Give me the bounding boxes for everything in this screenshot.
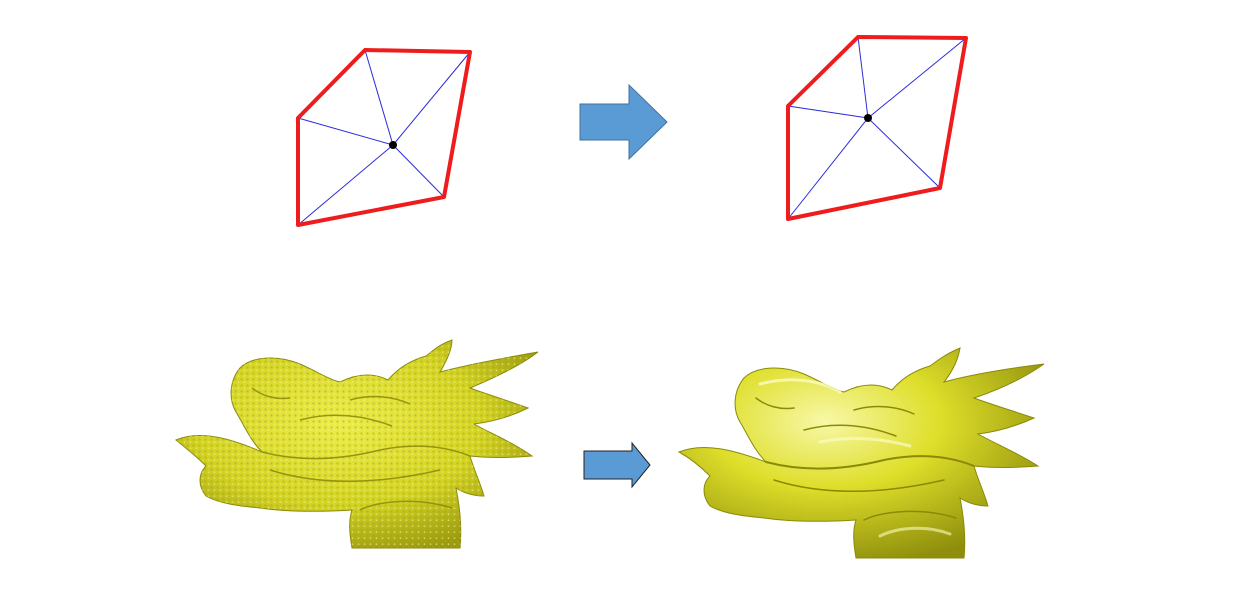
polygon-outline [296,48,472,227]
edge [392,51,471,146]
dragon-silhouette [677,347,1045,559]
right-arrow-icon [583,441,651,489]
edge [392,144,445,198]
center-vertex [389,141,397,149]
dragon-features [251,387,471,511]
polygon-before [296,48,472,227]
edge [297,117,394,146]
edge [364,49,394,146]
interior-edges [297,49,471,226]
edge [867,37,967,119]
dragon-features [755,378,975,538]
interior-edges [787,36,967,220]
edge [867,117,941,189]
center-vertex [864,114,872,122]
edge [787,117,869,220]
polygon-after [786,35,968,221]
edge [787,105,869,119]
right-arrow-icon [579,83,668,161]
polygon-outline [786,35,968,221]
smoothed-dragon-mesh [677,347,1045,559]
edge [857,36,869,119]
dragon-texture [176,340,538,548]
noisy-dragon-mesh [175,339,539,549]
edge [297,144,394,226]
